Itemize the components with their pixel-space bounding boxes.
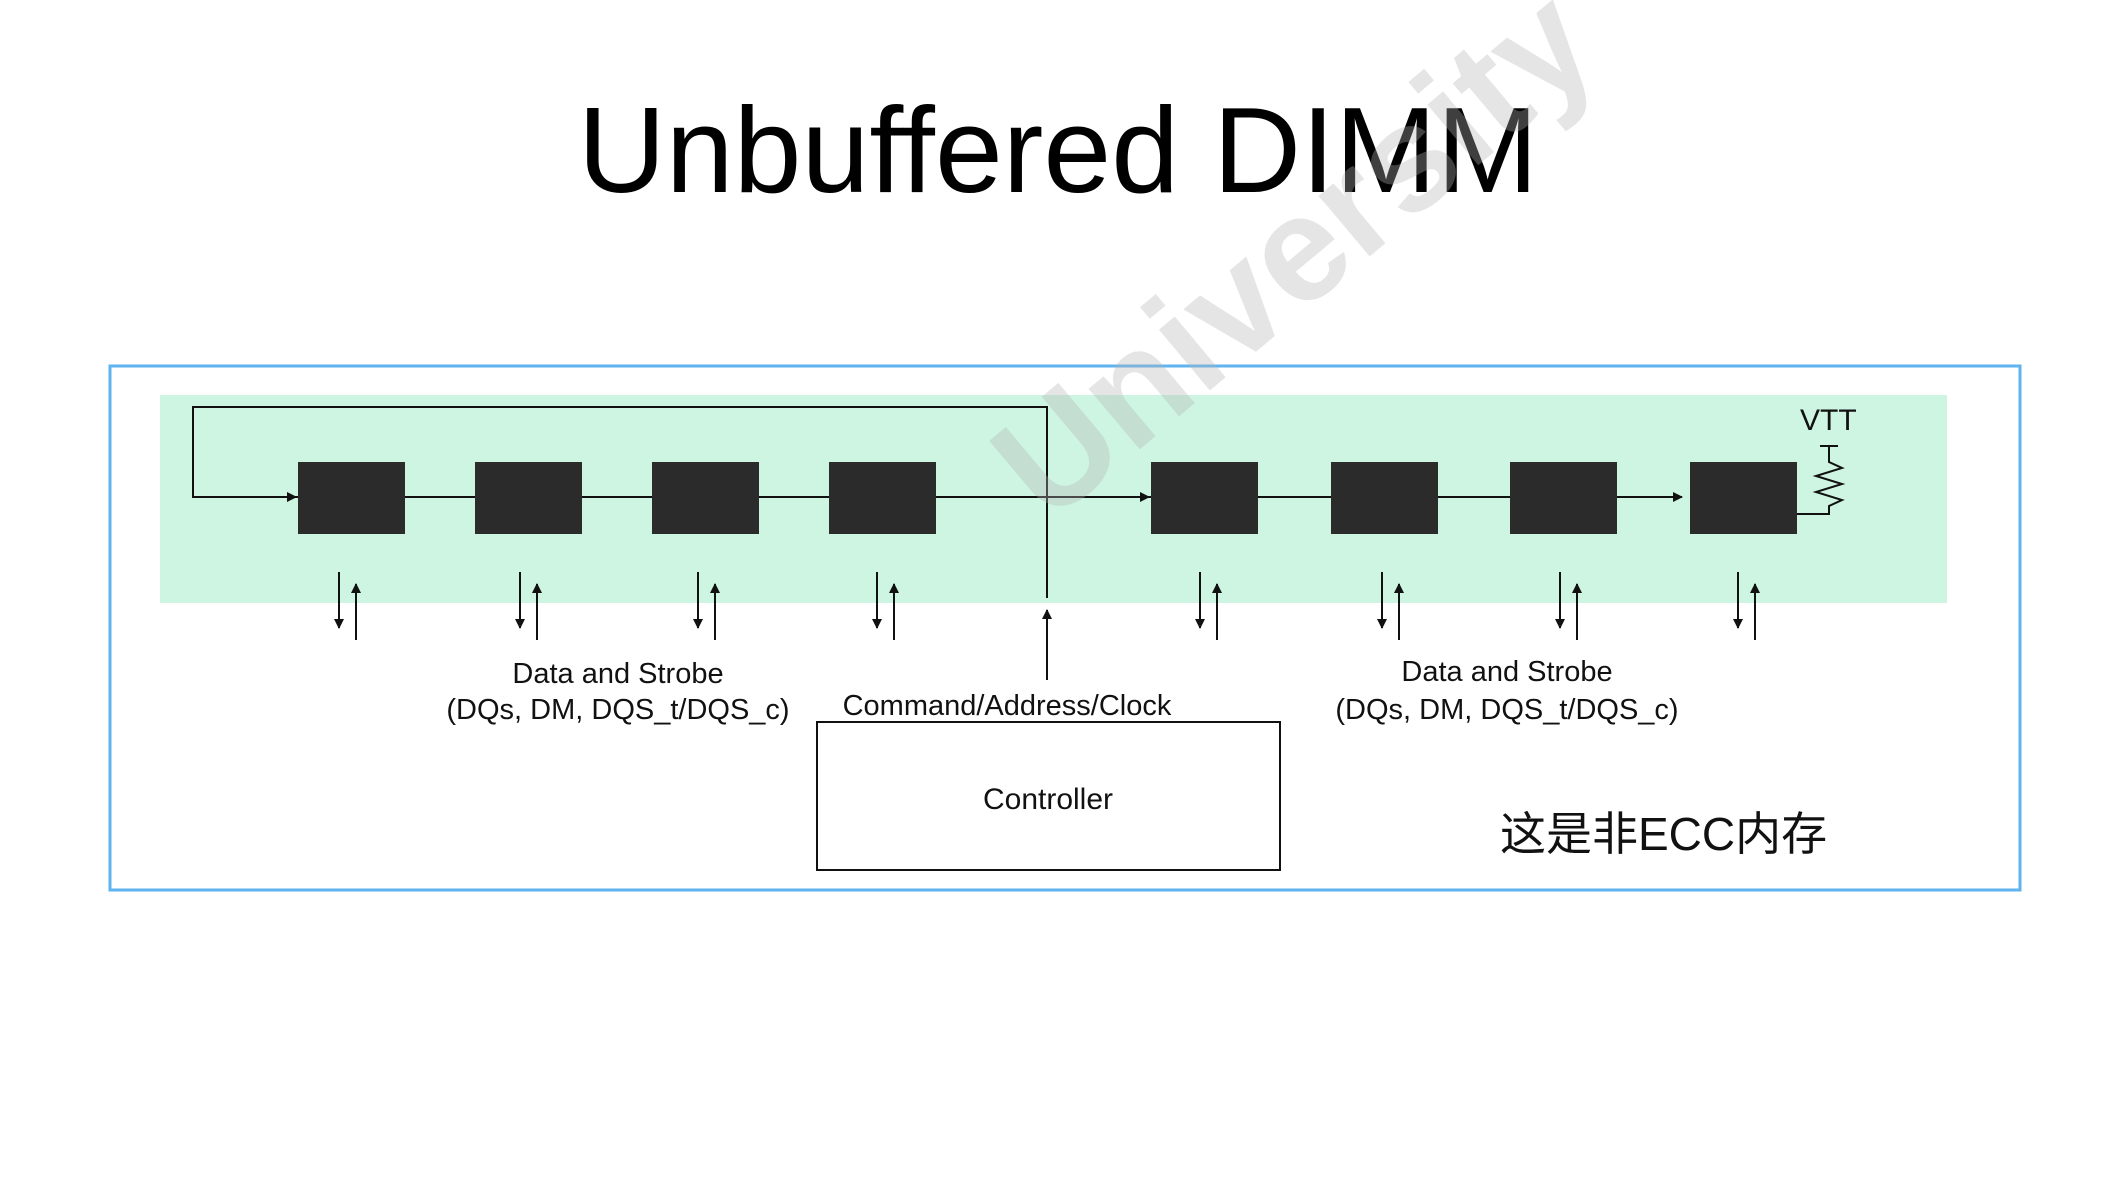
dram-chip xyxy=(829,462,936,534)
vtt-label: VTT xyxy=(1800,404,1857,437)
non-ecc-note: 这是非ECC内存 xyxy=(1500,808,1827,860)
dram-chip xyxy=(652,462,759,534)
data-strobe-arrows xyxy=(334,572,1760,640)
command-bus-loop xyxy=(192,406,1048,598)
dram-chip xyxy=(1151,462,1258,534)
dram-chip xyxy=(298,462,405,534)
controller-box xyxy=(816,721,1281,871)
dram-chip xyxy=(1510,462,1617,534)
dram-chip xyxy=(1690,462,1797,534)
left-data-strobe-label: Data and Strobe xyxy=(512,658,723,690)
controller-label: Controller xyxy=(983,783,1113,816)
dimm-module xyxy=(160,395,1947,603)
slide-title: Unbuffered DIMM xyxy=(577,82,1539,218)
dram-chip xyxy=(1331,462,1438,534)
command-address-clock-label: Command/Address/Clock xyxy=(843,690,1172,722)
diagram-frame xyxy=(108,364,2022,892)
right-data-strobe-signals: (DQs, DM, DQS_t/DQS_c) xyxy=(1335,694,1678,726)
left-data-strobe-signals: (DQs, DM, DQS_t/DQS_c) xyxy=(446,694,789,726)
vtt-resistor-icon xyxy=(1797,445,1846,515)
right-data-strobe-label: Data and Strobe xyxy=(1401,656,1612,688)
dram-chip xyxy=(475,462,582,534)
